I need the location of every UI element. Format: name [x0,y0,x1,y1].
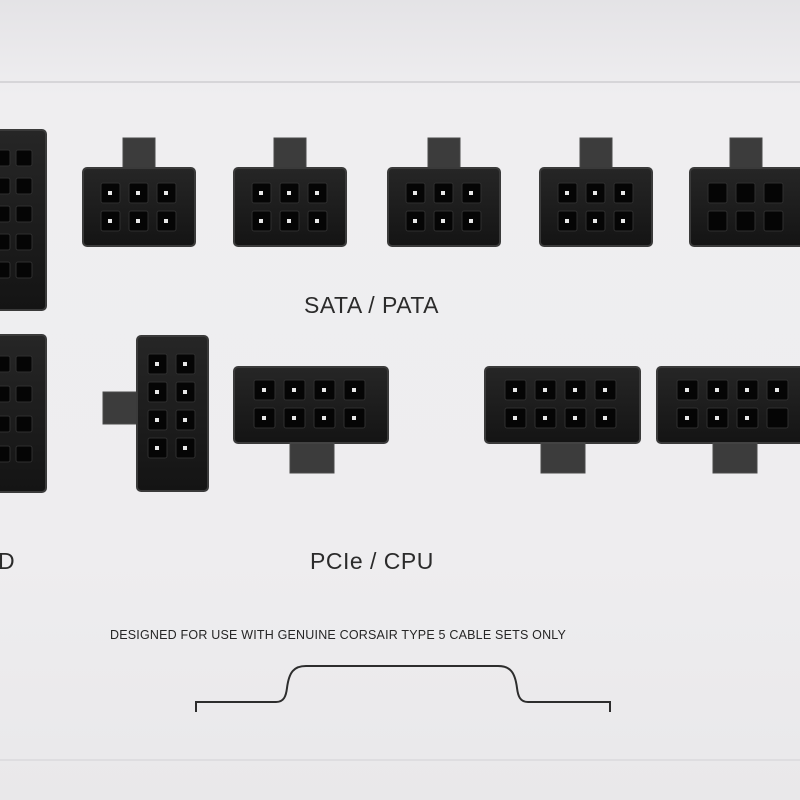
pcie-port-3[interactable] [656,366,800,474]
left-cut-label: D [0,548,16,574]
pcie-cpu-label: PCIe / CPU [310,548,434,574]
bottom-lip-outline [195,665,611,712]
atx-24pin-port[interactable] [0,129,47,311]
pcie-port-1[interactable] [233,366,389,474]
atx-lower-port[interactable] [0,334,47,493]
sata-port-5[interactable] [689,137,800,247]
sata-port-1[interactable] [82,137,196,247]
sata-port-3[interactable] [387,137,501,247]
sata-pata-label: SATA / PATA [304,292,440,318]
pcie-port-2[interactable] [484,366,641,474]
sata-port-2[interactable] [233,137,347,247]
cable-notice: DESIGNED FOR USE WITH GENUINE CORSAIR TY… [110,628,567,642]
sata-port-4[interactable] [539,137,653,247]
cpu-vertical-port[interactable] [102,335,209,492]
